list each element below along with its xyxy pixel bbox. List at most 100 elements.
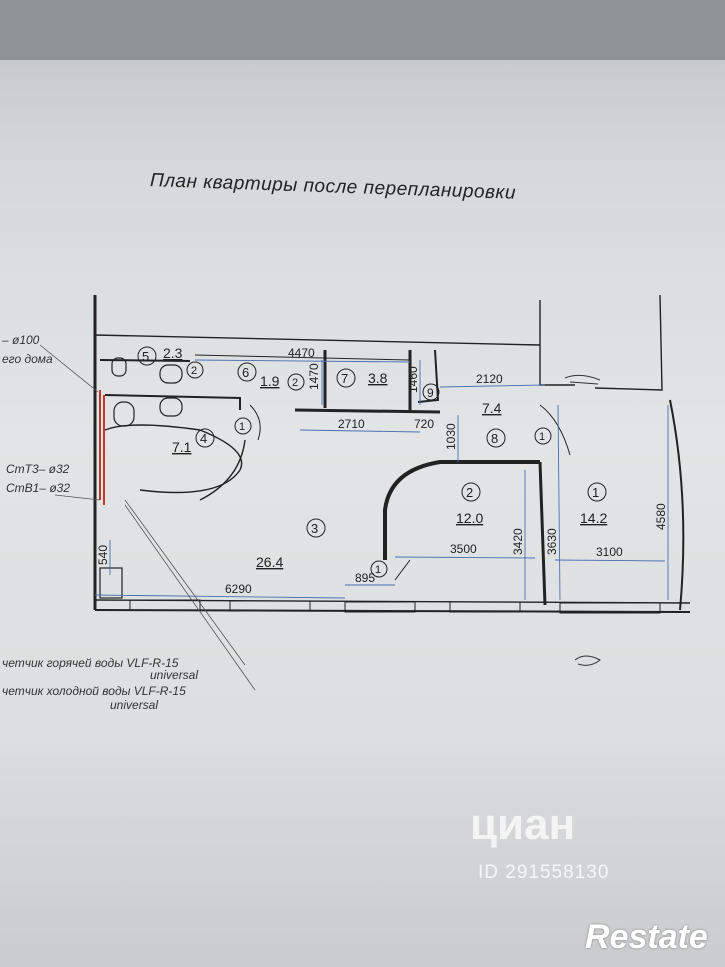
- window-3: [344, 601, 416, 613]
- dim-line-4470: [194, 359, 411, 363]
- door-circle-e: [287, 373, 305, 391]
- dim-4470: 4470: [288, 346, 315, 360]
- dim-line-3630: [557, 404, 561, 601]
- stove: [99, 567, 123, 599]
- dim-line-2710: [299, 429, 421, 433]
- room-circle-1: [587, 482, 607, 502]
- room-circle-9: [422, 383, 440, 401]
- partition-top: [294, 408, 441, 414]
- room-num-8: 8: [491, 431, 498, 446]
- note-st3: СтТ3– ø32: [6, 462, 70, 476]
- note-meter-cold-2: universal: [110, 698, 159, 712]
- room-circle-8: [486, 428, 506, 448]
- cian-watermark: циан: [470, 800, 576, 849]
- door-circle-b: [534, 427, 552, 445]
- outer-wall-top-right: [539, 300, 575, 386]
- sink-2: [159, 397, 183, 417]
- dim-2120: 2120: [476, 372, 503, 386]
- room-area-3: 26.4: [256, 554, 283, 570]
- room-circle-7: [336, 368, 356, 388]
- dim-3420: 3420: [511, 528, 525, 555]
- room-num-5: 5: [142, 349, 149, 364]
- room-num-9: 9: [427, 386, 434, 400]
- room-num-4: 4: [200, 431, 207, 446]
- note-meter-hot: четчик горячей воды VLF-R-15: [2, 656, 179, 670]
- door-marker-e: 2: [292, 377, 298, 389]
- door-swing-3: [394, 559, 411, 581]
- dim-540: 540: [96, 545, 110, 565]
- bath-wall: [104, 394, 241, 410]
- note-house: его дома: [2, 352, 53, 366]
- note-meter-cold: четчик холодной воды VLF-R-15: [2, 684, 186, 698]
- dim-1460: 1460: [406, 366, 420, 393]
- outer-wall-right: [669, 399, 685, 611]
- door-circle-c: [370, 560, 388, 578]
- bath-curve: [104, 424, 243, 494]
- background-top: [0, 0, 725, 60]
- dim-line-3100: [554, 559, 666, 562]
- dim-1030: 1030: [444, 423, 458, 450]
- sketch-mark-2: [574, 655, 601, 666]
- room-area-4: 7.1: [172, 439, 192, 455]
- dim-line-2120: [439, 384, 546, 388]
- room-area-1: 14.2: [580, 510, 607, 526]
- dim-720: 720: [414, 417, 434, 431]
- dim-line-3500: [394, 556, 536, 559]
- dim-3630: 3630: [545, 528, 559, 555]
- dim-3500: 3500: [450, 542, 477, 556]
- dim-6290: 6290: [225, 582, 252, 596]
- restate-logo: Restate: [585, 918, 708, 956]
- door-circle-a: [234, 417, 252, 435]
- leader-meter-cold: [124, 504, 256, 691]
- outer-wall-right-column: [594, 294, 663, 391]
- room-circle-2: [461, 482, 481, 502]
- room-circle-5: [137, 346, 157, 366]
- leader-meter-hot: [124, 499, 246, 666]
- window-2: [229, 600, 311, 612]
- toilet-2: [113, 401, 135, 427]
- room-num-3: 3: [311, 521, 318, 536]
- dim-1470: 1470: [307, 363, 321, 390]
- bath-wall-top: [99, 359, 191, 362]
- room2-curved-wall: [383, 460, 540, 560]
- corridor-wall-top: [194, 354, 411, 361]
- room-area-2: 12.0: [456, 510, 483, 526]
- room2-wall-right: [538, 461, 547, 606]
- leader-st: [54, 494, 101, 501]
- room-circle-4: [195, 428, 215, 448]
- door-marker-c: 1: [375, 564, 381, 576]
- bath-arc: [199, 439, 246, 501]
- note-st1: СтВ1– ø32: [6, 481, 71, 495]
- dim-2710: 2710: [338, 417, 365, 431]
- door-swing-2: [249, 404, 261, 441]
- sink-1: [159, 364, 183, 384]
- room-circle-6: [237, 362, 257, 382]
- door-swing-1: [539, 404, 571, 456]
- dim-line-6290: [94, 594, 346, 599]
- room-num-2: 2: [466, 485, 473, 500]
- window-5: [559, 602, 661, 614]
- room-area-8: 7.4: [482, 400, 502, 416]
- room-num-1: 1: [592, 485, 599, 500]
- window-4: [449, 601, 521, 613]
- dim-4580: 4580: [654, 503, 668, 530]
- room-area-7: 3.8: [368, 370, 388, 386]
- door-marker-b: 1: [539, 431, 545, 443]
- outer-wall-top: [94, 334, 541, 346]
- room-num-7: 7: [341, 371, 348, 386]
- note-pipe-100: – ø100: [2, 333, 40, 347]
- dim-3100: 3100: [596, 545, 623, 559]
- door-marker-a: 1: [239, 421, 245, 433]
- room-area-6: 1.9: [260, 373, 280, 389]
- sketch-mark-1: [564, 374, 601, 385]
- room-num-6: 6: [242, 365, 249, 380]
- door-marker-d: 2: [191, 365, 197, 377]
- room-area-5: 2.3: [163, 345, 183, 361]
- leader-pipe: [39, 344, 99, 393]
- dim-895: 895: [355, 571, 375, 585]
- door-circle-d: [186, 361, 204, 379]
- cian-watermark-id: ID 291558130: [478, 862, 610, 883]
- room-circle-3: [306, 518, 326, 538]
